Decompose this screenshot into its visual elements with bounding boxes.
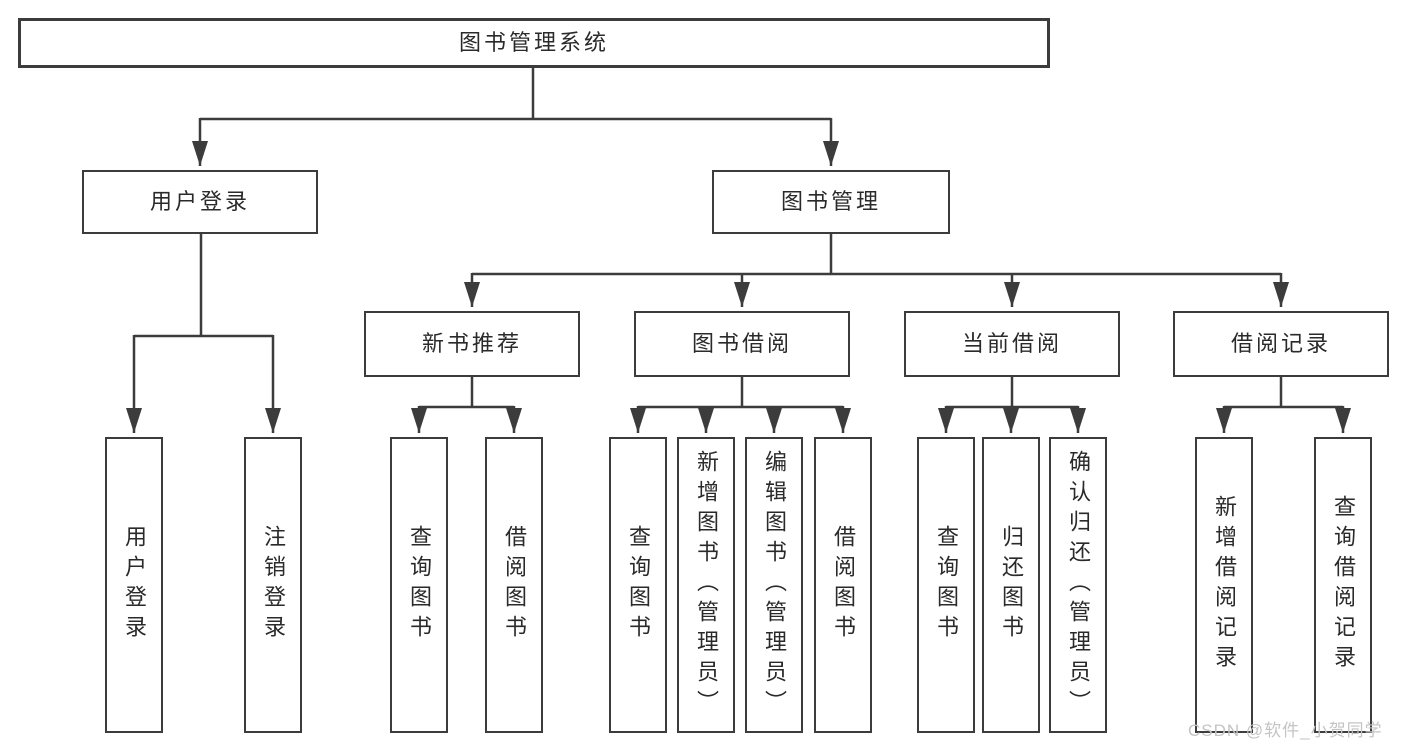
- node-new-book-recommend: 新书推荐: [364, 311, 580, 377]
- leaf-confirm-return-admin: 确认归还（管理员）: [1049, 437, 1107, 733]
- leaf-query-borrow-record-label: 查询借阅记录: [1331, 495, 1356, 675]
- node-root-system: 图书管理系统: [18, 18, 1050, 68]
- leaf-borrow-book-borrow: 借阅图书: [814, 437, 872, 733]
- leaf-query-book-current-label: 查询图书: [934, 525, 959, 645]
- leaf-borrow-book-borrow-label: 借阅图书: [831, 525, 856, 645]
- leaf-query-book-borrow: 查询图书: [609, 437, 667, 733]
- leaf-edit-book-admin: 编辑图书（管理员）: [745, 437, 803, 733]
- leaf-edit-book-admin-label: 编辑图书（管理员）: [762, 450, 787, 720]
- leaf-add-book-admin-label: 新增图书（管理员）: [694, 450, 719, 720]
- leaf-borrow-book-recommend: 借阅图书: [485, 437, 543, 733]
- leaf-user-login-label: 用户登录: [122, 525, 147, 645]
- leaf-logout-label: 注销登录: [261, 525, 286, 645]
- leaf-return-book: 归还图书: [982, 437, 1040, 733]
- leaf-add-book-admin: 新增图书（管理员）: [677, 437, 735, 733]
- node-user-login: 用户登录: [82, 170, 318, 234]
- leaf-query-book-recommend: 查询图书: [390, 437, 448, 733]
- leaf-add-borrow-record-label: 新增借阅记录: [1212, 495, 1237, 675]
- csdn-watermark: CSDN @软件_小贺同学: [1188, 721, 1383, 740]
- leaf-query-book-current: 查询图书: [917, 437, 975, 733]
- leaf-logout: 注销登录: [244, 437, 302, 733]
- leaf-return-book-label: 归还图书: [999, 525, 1024, 645]
- leaf-query-book-borrow-label: 查询图书: [626, 525, 651, 645]
- node-book-borrow: 图书借阅: [634, 311, 850, 377]
- node-borrow-records: 借阅记录: [1173, 311, 1389, 377]
- leaf-borrow-book-recommend-label: 借阅图书: [502, 525, 527, 645]
- leaf-confirm-return-admin-label: 确认归还（管理员）: [1066, 450, 1091, 720]
- leaf-user-login: 用户登录: [105, 437, 163, 733]
- leaf-query-book-recommend-label: 查询图书: [407, 525, 432, 645]
- leaf-query-borrow-record: 查询借阅记录: [1314, 437, 1372, 733]
- node-book-management: 图书管理: [712, 170, 950, 234]
- node-current-borrow: 当前借阅: [904, 311, 1120, 377]
- leaf-add-borrow-record: 新增借阅记录: [1195, 437, 1253, 733]
